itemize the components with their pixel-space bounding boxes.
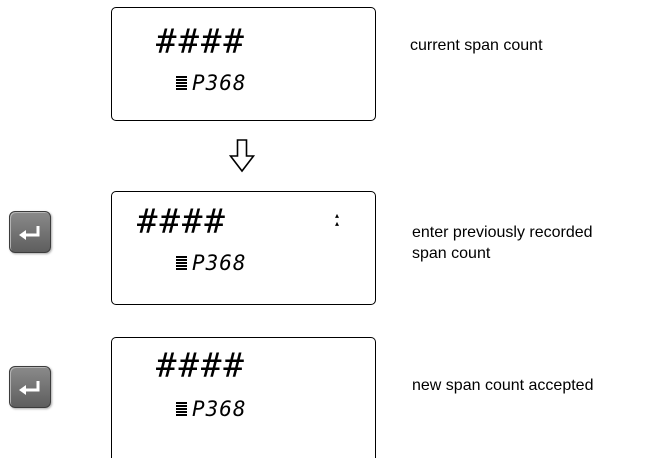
caption-current-span-count: current span count <box>410 37 543 54</box>
caption-line-2: span count <box>412 245 491 262</box>
bar-graph-icon <box>176 76 187 91</box>
up-down-marker-icon: ▴▴ <box>334 211 339 228</box>
caption-enter-span-count: enter previously recorded span count <box>412 222 593 264</box>
display-code: P368 <box>192 71 247 95</box>
display-code: P368 <box>192 397 247 421</box>
display-main-value: #### <box>156 346 246 386</box>
caption-span-count-accepted: new span count accepted <box>412 377 594 394</box>
display-main-value: #### <box>156 22 246 62</box>
enter-key-button[interactable] <box>9 211 51 253</box>
down-arrow-icon <box>229 139 255 173</box>
bar-graph-icon <box>176 256 187 271</box>
display-panel-accepted: #### P368 <box>111 337 376 458</box>
bar-graph-icon <box>176 402 187 417</box>
display-panel-current: #### P368 <box>111 7 376 121</box>
display-code: P368 <box>192 251 247 275</box>
enter-key-icon <box>19 226 40 240</box>
display-code-row: P368 <box>176 73 247 94</box>
enter-key-icon <box>19 381 40 395</box>
display-code-row: P368 <box>176 253 247 274</box>
caption-line-1: enter previously recorded <box>412 224 593 241</box>
display-panel-entry: #### ▴▴ P368 <box>111 191 376 305</box>
display-main-value: #### <box>137 202 227 242</box>
enter-key-button[interactable] <box>9 366 51 408</box>
display-code-row: P368 <box>176 399 247 420</box>
